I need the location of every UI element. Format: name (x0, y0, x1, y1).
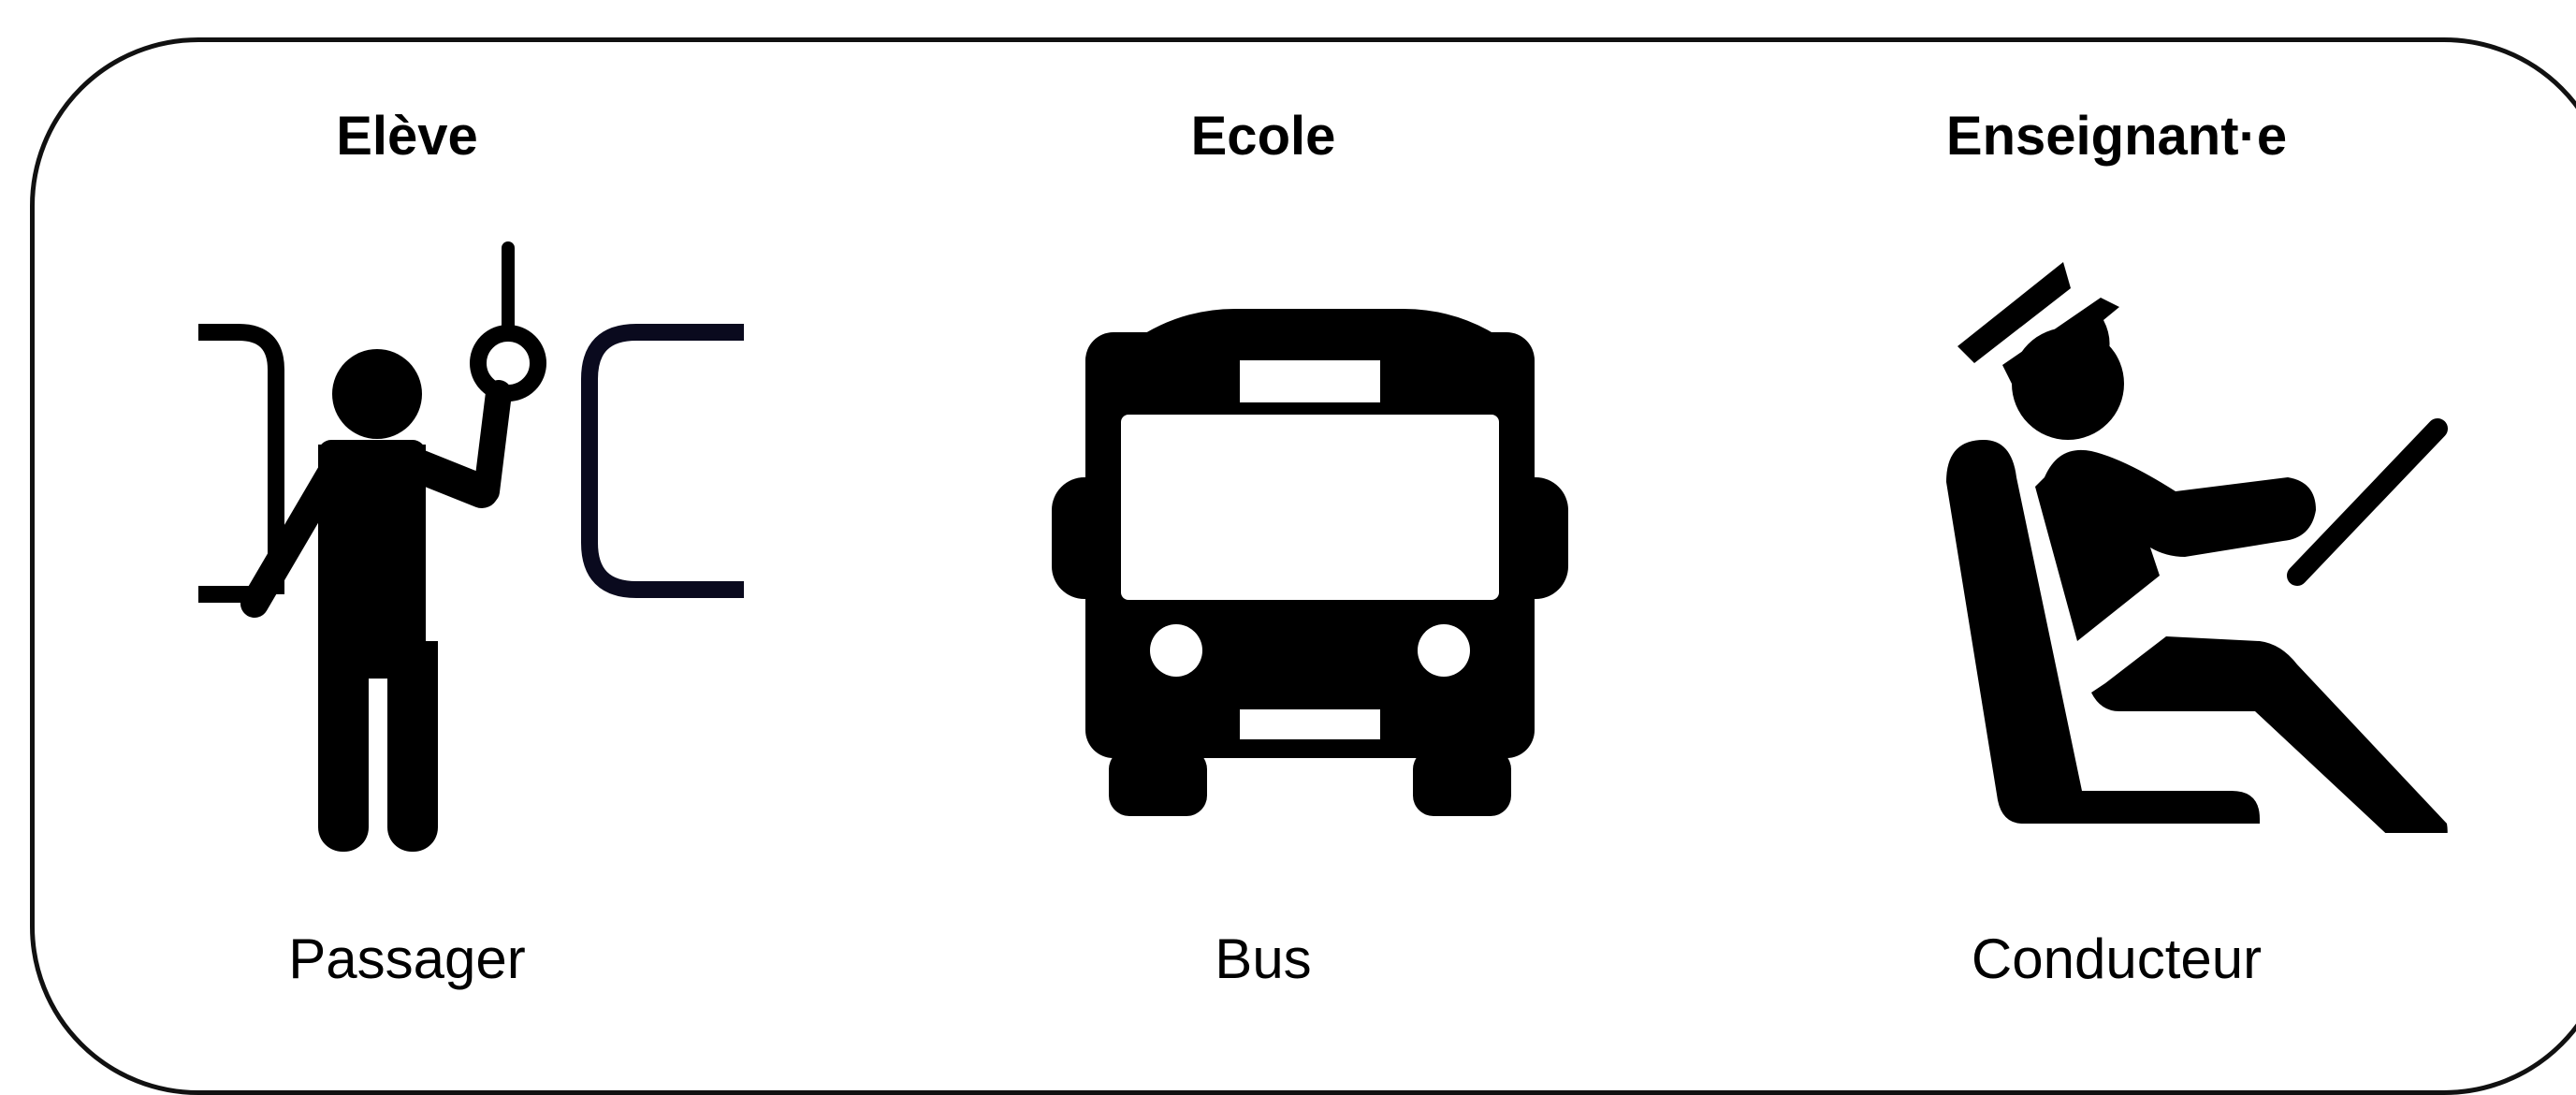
bus-icon (1048, 309, 1572, 824)
label-bus: Bus (1215, 927, 1312, 990)
seated-driver-icon (1937, 253, 2498, 833)
column-eleve: Elève Passager (0, 0, 842, 1036)
column-enseignante: Enseignant·e Conducteur (1703, 0, 2545, 1036)
standing-passenger-icon (187, 239, 767, 866)
title-eleve: Elève (336, 106, 478, 167)
title-enseignante: Enseignant·e (1945, 106, 2288, 167)
title-ecole: Ecole (1190, 106, 1336, 167)
label-passager: Passager (288, 927, 526, 990)
column-ecole: Ecole Bus (889, 0, 1731, 1036)
label-conducteur: Conducteur (1971, 927, 2263, 990)
